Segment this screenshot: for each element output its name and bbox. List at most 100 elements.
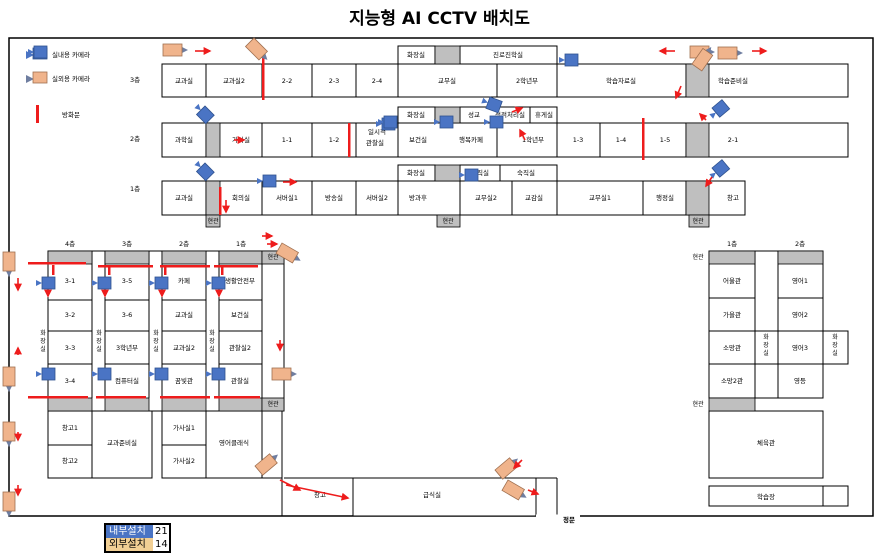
room-label-w-20: 가사실1	[173, 423, 195, 432]
room-label-f1-2: 회의실	[232, 193, 250, 202]
entrance-label-0: 현관	[207, 217, 219, 225]
room-label-f1-5: 서버실2	[366, 193, 388, 202]
direction-arrow-7	[519, 128, 527, 141]
room-label-f2-6: 화장실	[407, 110, 425, 119]
outdoor-camera-0	[162, 43, 188, 57]
room-label-f1-6: 화장실	[407, 168, 425, 177]
crime-door-2	[642, 118, 645, 160]
room-label-f1-1: 교과실	[175, 193, 193, 202]
floor-label-7: 1층	[727, 239, 737, 248]
room-label-f1-3: 서버실1	[276, 193, 298, 202]
room-label-w-19: 교과준비실	[107, 438, 137, 447]
outdoor-camera-7	[2, 366, 16, 392]
indoor-camera-15	[92, 367, 112, 381]
room-label-e-3: 소망관	[723, 343, 741, 352]
east-stairs	[708, 250, 824, 412]
room-label-e-6: 영어2	[792, 310, 808, 319]
count-row-outdoor: 외부설치 14	[106, 538, 169, 551]
crime-door-8	[28, 396, 88, 399]
room-label-e-1: 어울관	[723, 276, 741, 285]
indoor-camera-20	[434, 115, 454, 129]
room-label-w-4: 3-4	[65, 377, 76, 385]
room-label-f2-9: 성적처리실	[495, 110, 525, 119]
room-label-f3-3: 2-2	[282, 77, 293, 85]
floor-label-3: 4층	[65, 239, 75, 248]
room-label-w-11: 교과실2	[173, 343, 195, 352]
floor-label-1: 2층	[130, 134, 140, 143]
room-label-f3-10: 학습자료실	[606, 76, 636, 85]
indoor-camera-18	[459, 168, 479, 182]
room-label-w-2: 3-2	[65, 311, 76, 319]
floor-label-8: 2층	[795, 239, 805, 248]
indoor-camera-4	[484, 115, 504, 129]
room-label-w-18: 창고2	[62, 457, 78, 465]
entrance-label-5: 현관	[692, 253, 704, 261]
indoor-camera-11	[92, 276, 112, 290]
indoor-camera-7	[194, 160, 215, 182]
outdoor-camera-9	[254, 453, 279, 476]
room-label-f2-3: 1-1	[282, 136, 293, 144]
outdoor-camera-8	[271, 367, 297, 381]
indoor-camera-3	[481, 96, 503, 114]
indoor-camera-17	[206, 367, 226, 381]
legend-door: 방화문	[62, 110, 80, 119]
room-label-w-16: 관찰실	[231, 376, 249, 385]
room-label-w-14: 보건실	[231, 310, 249, 319]
main-gate-label: 정문	[563, 515, 575, 524]
crime-door-9	[96, 396, 146, 399]
room-label-f1-14: 창고	[727, 194, 739, 202]
room-label-f1-12: 교무실1	[589, 193, 611, 202]
room-label-f2-8: 성교	[468, 110, 480, 119]
room-label-w-3: 3-3	[65, 344, 76, 352]
indoor-camera-8	[709, 99, 731, 119]
crime-door-10	[160, 396, 210, 399]
floor-label-2: 1층	[130, 184, 140, 193]
room-label-e-7: 영어3	[792, 343, 808, 352]
crime-door-12	[52, 265, 55, 275]
count-label-indoor: 내부설치	[106, 525, 153, 538]
outdoor-camera-6	[2, 251, 16, 277]
room-label-f2-12: 1학년부	[522, 135, 544, 144]
count-value-outdoor: 14	[153, 538, 169, 551]
indoor-camera-12	[149, 276, 169, 290]
direction-arrow-19	[512, 459, 523, 470]
direction-arrow-20	[527, 487, 540, 496]
floor-label-6: 1층	[236, 239, 246, 248]
crime-doors	[28, 58, 645, 399]
room-label-f2-5b: 관찰실	[366, 138, 384, 147]
crime-door-6	[160, 265, 210, 268]
outdoor-camera-12	[2, 491, 16, 517]
indoor-camera-13	[206, 276, 226, 290]
room-label-w-5: 3-5	[122, 277, 133, 285]
east-wing	[708, 250, 849, 507]
count-label-outdoor: 외부설치	[106, 538, 153, 551]
direction-arrow-8	[674, 85, 683, 100]
room-label-f3-6: 화장실	[407, 50, 425, 59]
room-label-w-12: 꿈빛관	[175, 376, 193, 385]
room-label-f1-11: 교감실	[525, 193, 543, 202]
crime-door-4	[28, 262, 86, 265]
room-label-s-2: 급식실	[423, 490, 441, 499]
direction-arrow-9	[698, 112, 708, 122]
room-label-w-7: 3학년부	[116, 343, 138, 352]
room-label-f3-11: 학습준비실	[718, 76, 748, 85]
legend-outdoor: 실외용 카메라	[52, 74, 90, 83]
indoor-camera-9	[709, 159, 731, 179]
room-label-f2-16: 2-1	[728, 136, 739, 144]
room-label-w-1: 3-1	[65, 277, 76, 285]
indoor-camera-10	[36, 276, 56, 290]
indoor-camera-16	[149, 367, 169, 381]
crime-door-13	[108, 265, 111, 275]
direction-arrow-6	[511, 106, 524, 115]
room-label-f3-9: 2학년부	[516, 76, 538, 85]
room-label-w-15: 관찰실2	[229, 343, 251, 352]
floor-label-0: 3층	[130, 75, 140, 84]
crime-door-11	[214, 396, 260, 399]
room-label-f2-11: 행복카페	[459, 135, 483, 144]
outdoor-camera-3	[717, 46, 743, 60]
room-label-f3-2: 교과실2	[223, 76, 245, 85]
